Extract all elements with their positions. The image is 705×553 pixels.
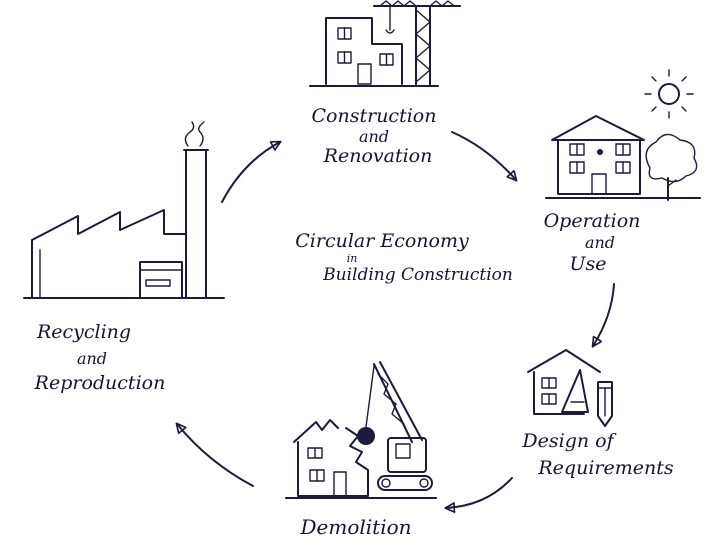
cycle-arrow-demolition-to-recycling [175,422,254,487]
construction-label-line1: Construction [312,105,437,127]
building-crane-icon [309,0,461,87]
operation-label-line1: Operation [544,210,641,232]
house-pencil-icon [527,349,613,427]
cycle-arrow-construction-to-operation [451,131,518,182]
demolition-crane-icon [285,361,437,499]
center-title-line1: Circular Economy [295,230,469,252]
cycle-arrow-design-to-demolition [444,477,513,513]
construction-label-line3: Renovation [323,145,433,167]
demolition-label: Demolition [299,515,411,539]
center-title-line3: Building Construction [322,265,513,285]
house-sun-tree-icon [545,69,701,201]
recycling-label-line1: Recycling [36,321,131,343]
design-label-line2: Requirements [537,457,673,479]
recycling-label-line3: Reproduction [34,372,166,394]
design-label-line1: Design of [521,430,616,452]
recycling-label-line2: and [77,349,107,368]
center-title-line2: in [347,252,358,265]
operation-label-line2: and [585,233,615,252]
operation-label-line3: Use [569,253,606,275]
cycle-arrow-operation-to-design [591,283,615,348]
construction-label-line2: and [359,127,389,146]
cycle-arrow-recycling-to-construction [221,140,282,203]
factory-icon [23,121,225,299]
